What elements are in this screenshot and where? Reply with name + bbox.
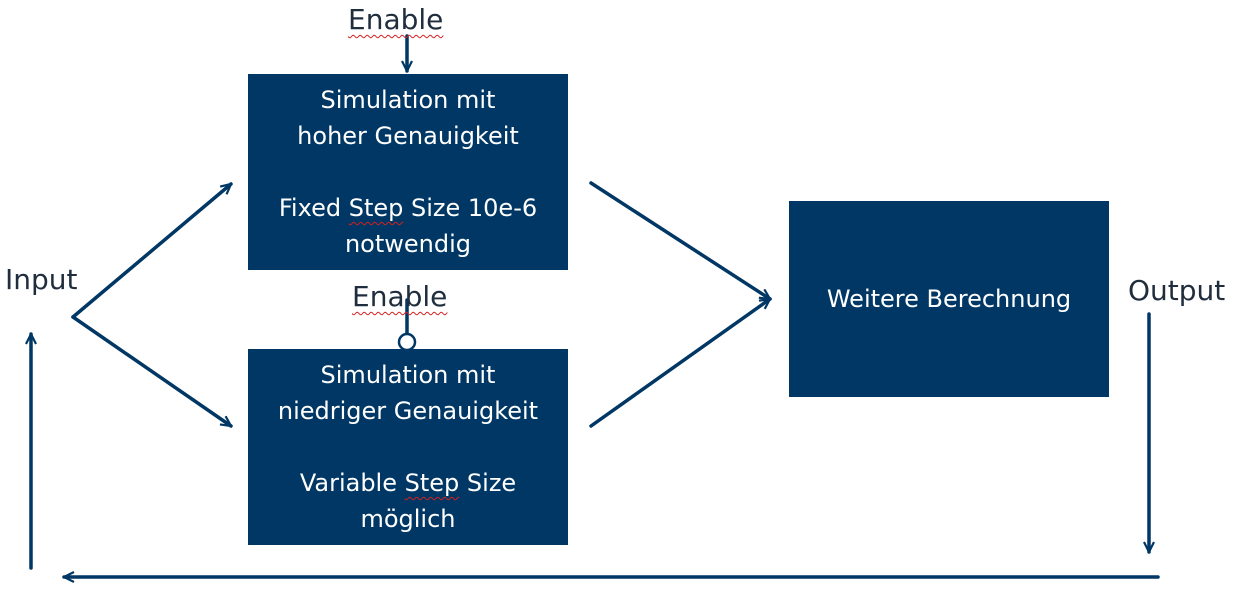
enable-label-bottom: Enable [352,281,447,313]
low-precision-simulation-box: Simulation mit niedriger Genauigkeit Var… [248,349,568,545]
enable-text-bottom: Enable [352,280,448,313]
output-label: Output [1128,274,1226,307]
enable-label-top: Enable [348,4,443,36]
high-box-line3-post: Size 10e-6 [403,194,538,222]
high-box-line3: Fixed Step Size 10e-6 [279,190,537,226]
low-box-line3-post: Size [459,469,517,497]
high-box-line4: notwendig [344,230,472,258]
input-label: Input [5,263,78,296]
low-box-line3-step: Step [404,469,460,497]
high-box-line3-step: Step [348,194,404,222]
low-box-line4: möglich [360,505,456,533]
input-to-high-arrow [71,182,231,319]
high-box-line1: Simulation mit [320,86,496,114]
low-to-further-arrow [589,297,770,428]
low-box-line3: Variable Step Size [300,465,516,501]
low-box-line1: Simulation mit [320,361,496,389]
input-to-low-arrow [71,315,231,428]
high-box-line3-pre: Fixed [278,194,349,222]
further-box-line1: Weitere Berechnung [826,285,1072,313]
high-precision-simulation-box: Simulation mit hoher Genauigkeit Fixed S… [248,74,568,270]
low-box-line2: niedriger Genauigkeit [277,397,539,425]
high-box-line2: hoher Genauigkeit [297,122,519,150]
enable-text-top: Enable [348,3,444,36]
further-calculation-box: Weitere Berechnung [789,201,1109,397]
high-to-further-arrow [589,181,770,301]
enable-inverter-circle [397,332,417,352]
low-box-line3-pre: Variable [299,469,405,497]
